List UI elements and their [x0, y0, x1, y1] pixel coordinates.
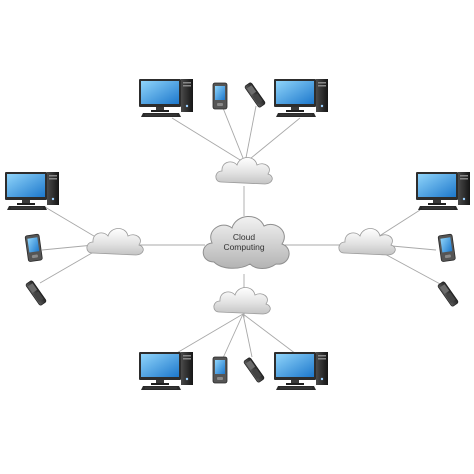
bottom-pda-icon: [212, 356, 228, 384]
right-pda-icon: [437, 233, 456, 263]
line-top-cloud-phone: [244, 105, 257, 164]
cloud-computing-hub: [202, 216, 290, 269]
top-cloud-icon: [215, 157, 273, 185]
line-top-cloud-desktop-right: [244, 117, 301, 164]
top-pda-icon: [212, 82, 228, 110]
left-mobile-phone-icon: [24, 279, 48, 307]
hub-label-line2: Computing: [223, 242, 265, 252]
bottom-cloud-icon: [213, 287, 271, 315]
connection-lines: [39, 105, 443, 359]
line-bottom-cloud-pda: [222, 313, 244, 359]
top-mobile-phone-icon: [243, 81, 267, 109]
line-bottom-cloud-desktop-right: [242, 313, 297, 355]
line-bottom-cloud-desktop-left: [174, 313, 244, 355]
left-cloud-icon: [86, 228, 144, 256]
hub-label: Cloud Computing: [202, 232, 286, 252]
line-top-cloud-pda: [222, 107, 246, 164]
bottom-mobile-phone-icon: [242, 356, 266, 384]
left-pda-icon: [24, 233, 43, 263]
top-left-desktop-computer-icon: [138, 78, 194, 118]
top-right-desktop-computer-icon: [273, 78, 329, 118]
hub-cloud-icon: [202, 216, 290, 269]
hub-label-line1: Cloud: [232, 232, 256, 242]
left-desktop-computer-icon: [4, 171, 60, 211]
right-mobile-phone-icon: [436, 280, 460, 308]
right-cloud-icon: [338, 228, 396, 256]
line-top-cloud-desktop-left: [171, 117, 246, 164]
right-desktop-computer-icon: [415, 171, 471, 211]
bottom-left-desktop-computer-icon: [138, 351, 194, 391]
line-bottom-cloud-phone: [242, 313, 253, 358]
bottom-right-desktop-computer-icon: [273, 351, 329, 391]
